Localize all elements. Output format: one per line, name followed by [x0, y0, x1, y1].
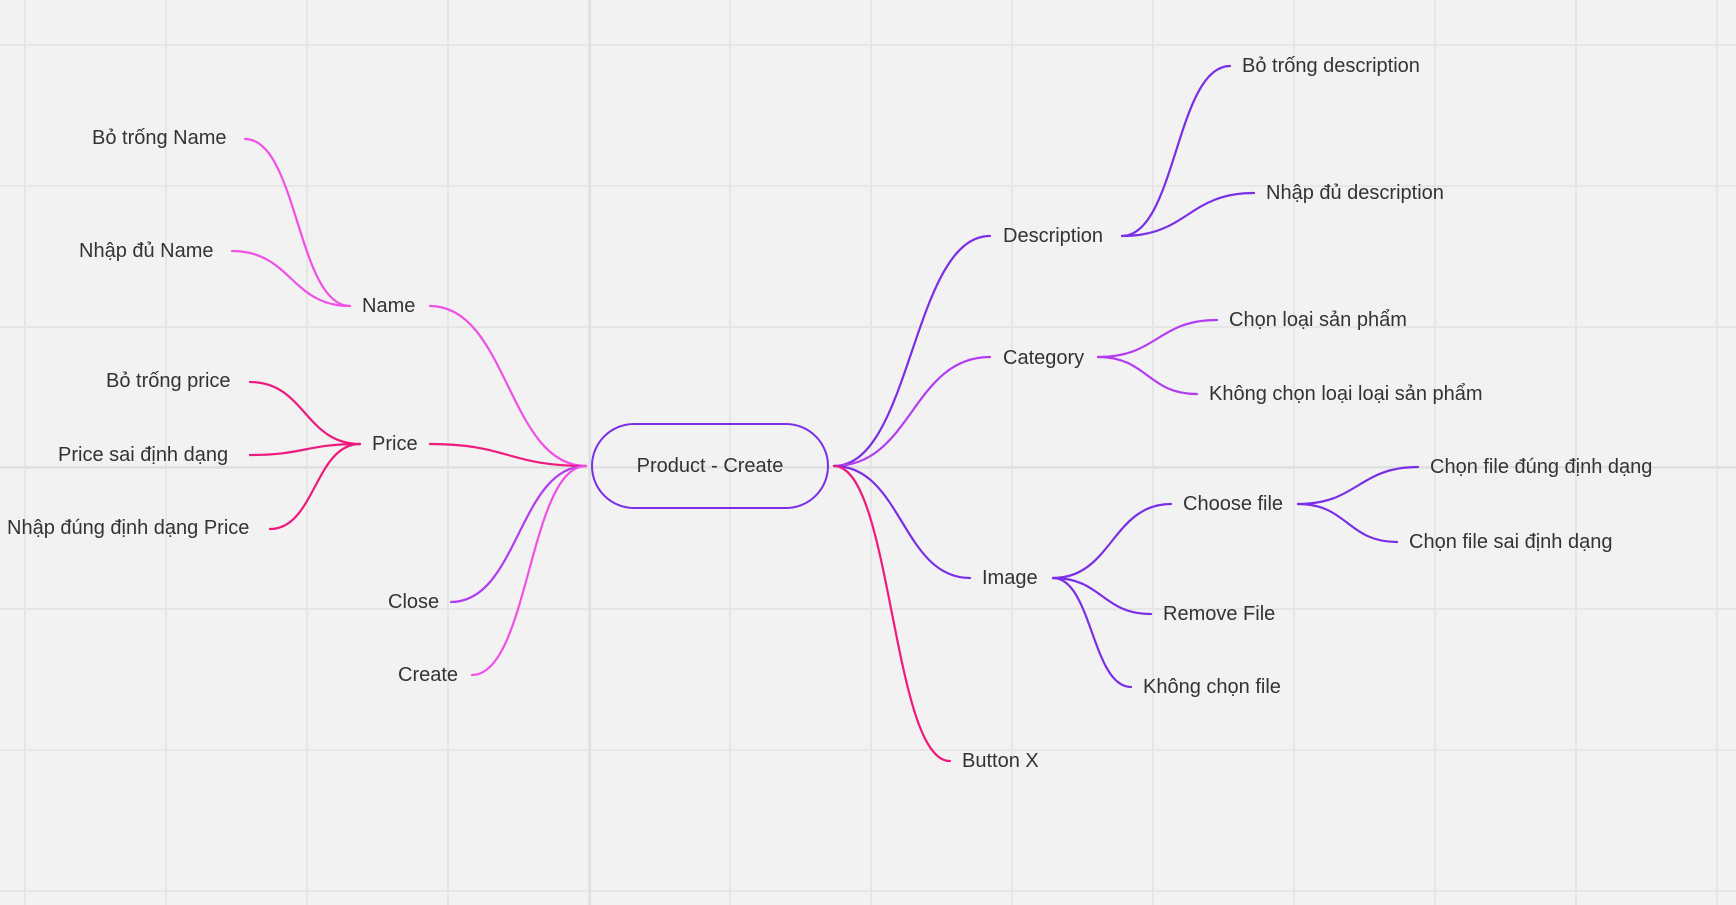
- node-price-empty[interactable]: Bỏ trống price: [106, 370, 231, 392]
- edge-image-nofile: [1051, 576, 1133, 689]
- node-name-empty[interactable]: Bỏ trống Name: [92, 127, 227, 149]
- edge-central-price: [428, 442, 588, 468]
- edge-central-image: [832, 464, 972, 580]
- node-name[interactable]: Name: [362, 295, 416, 317]
- edge-central-buttonx: [832, 464, 952, 763]
- node-image[interactable]: Image: [982, 567, 1038, 589]
- edge-price-wrong: [248, 442, 362, 457]
- node-description-full[interactable]: Nhập đủ description: [1266, 182, 1444, 204]
- central-node-label: Product - Create: [636, 454, 784, 477]
- edge-choose-wrong: [1296, 502, 1399, 544]
- node-close[interactable]: Close: [388, 591, 440, 613]
- edge-cat-selected: [1096, 318, 1219, 359]
- node-create[interactable]: Create: [398, 664, 459, 686]
- edge-image-choose: [1051, 502, 1173, 580]
- node-remove-file[interactable]: Remove File: [1163, 603, 1276, 625]
- node-file-correct-format[interactable]: Chọn file đúng định dạng: [1430, 456, 1653, 478]
- edge-price-empty: [248, 380, 362, 446]
- node-description[interactable]: Description: [1003, 225, 1104, 247]
- node-category-not-selected[interactable]: Không chọn loại loại sản phẩm: [1209, 383, 1483, 405]
- edge-price-correct: [268, 442, 362, 531]
- edge-central-description: [832, 234, 992, 468]
- edge-cat-notselected: [1096, 355, 1199, 396]
- node-no-file[interactable]: Không chọn file: [1143, 676, 1281, 698]
- node-category-selected[interactable]: Chọn loại sản phẩm: [1229, 309, 1407, 331]
- central-node-product-create[interactable]: Product - Create: [591, 423, 829, 509]
- node-price-correct-format[interactable]: Nhập đúng định dạng Price: [7, 517, 250, 539]
- node-button-x[interactable]: Button X: [962, 750, 1039, 772]
- edge-central-close: [449, 464, 588, 604]
- edge-desc-full: [1120, 191, 1256, 238]
- node-description-empty[interactable]: Bỏ trống description: [1242, 55, 1420, 77]
- edge-choose-correct: [1296, 465, 1420, 506]
- edge-name-full: [230, 249, 352, 308]
- node-name-full[interactable]: Nhập đủ Name: [79, 240, 214, 262]
- node-category[interactable]: Category: [1003, 347, 1085, 369]
- node-choose-file[interactable]: Choose file: [1183, 493, 1284, 515]
- edge-image-remove: [1051, 576, 1153, 616]
- canvas-axis-vertical: [589, 0, 591, 905]
- canvas-axis-horizontal: [0, 466, 1736, 468]
- node-file-wrong-format[interactable]: Chọn file sai định dạng: [1409, 531, 1613, 553]
- edge-desc-empty: [1120, 64, 1232, 238]
- edge-central-category: [832, 355, 992, 468]
- node-price[interactable]: Price: [372, 433, 418, 455]
- edge-central-name: [428, 304, 588, 468]
- edge-central-create: [470, 464, 588, 677]
- node-price-wrong-format[interactable]: Price sai định dạng: [58, 444, 229, 466]
- edge-name-empty: [243, 137, 352, 308]
